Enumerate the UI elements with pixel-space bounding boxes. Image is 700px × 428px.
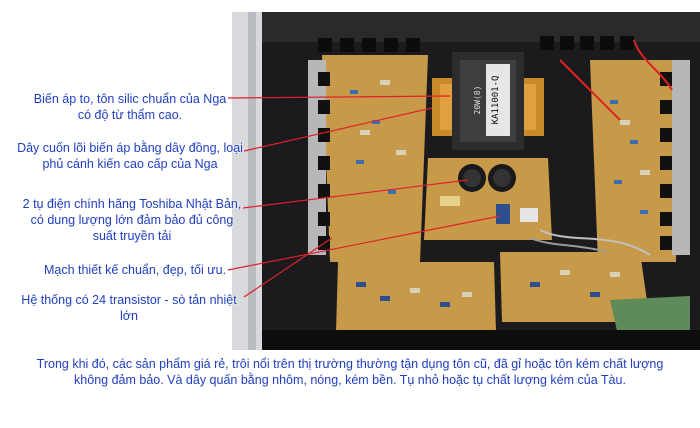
callout-winding: Dây cuốn lõi biến áp bằng dây đồng, loại… bbox=[17, 141, 243, 171]
transformer-label: KA11001-Q bbox=[491, 76, 501, 125]
callout-transistors: Hệ thống có 24 transistor - sò tản nhiệt… bbox=[21, 293, 237, 323]
callout-circuit: Mạch thiết kế chuẩn, đẹp, tối ưu. bbox=[43, 263, 227, 277]
input-board bbox=[336, 262, 496, 332]
amplifier-photo: KA11001-Q 20W(8) bbox=[227, 12, 700, 350]
transformer: KA11001-Q 20W(8) bbox=[432, 52, 544, 150]
footer-caption: Trong khi đó, các sản phẩm giá rẻ, trôi … bbox=[36, 357, 664, 387]
transformer-label-2: 20W(8) bbox=[473, 86, 482, 115]
callout-capacitors: 2 tụ điện chính hãng Toshiba Nhật Bản, c… bbox=[22, 197, 242, 243]
top-transistor-row bbox=[318, 36, 634, 52]
pointer-lines bbox=[227, 95, 501, 298]
callout-transformer: Biến áp to, tôn silic chuẩn của Nga có đ… bbox=[33, 92, 227, 122]
right-amplifier-board bbox=[590, 60, 690, 262]
power-supply-board bbox=[424, 158, 552, 240]
side-transistors bbox=[318, 72, 672, 250]
